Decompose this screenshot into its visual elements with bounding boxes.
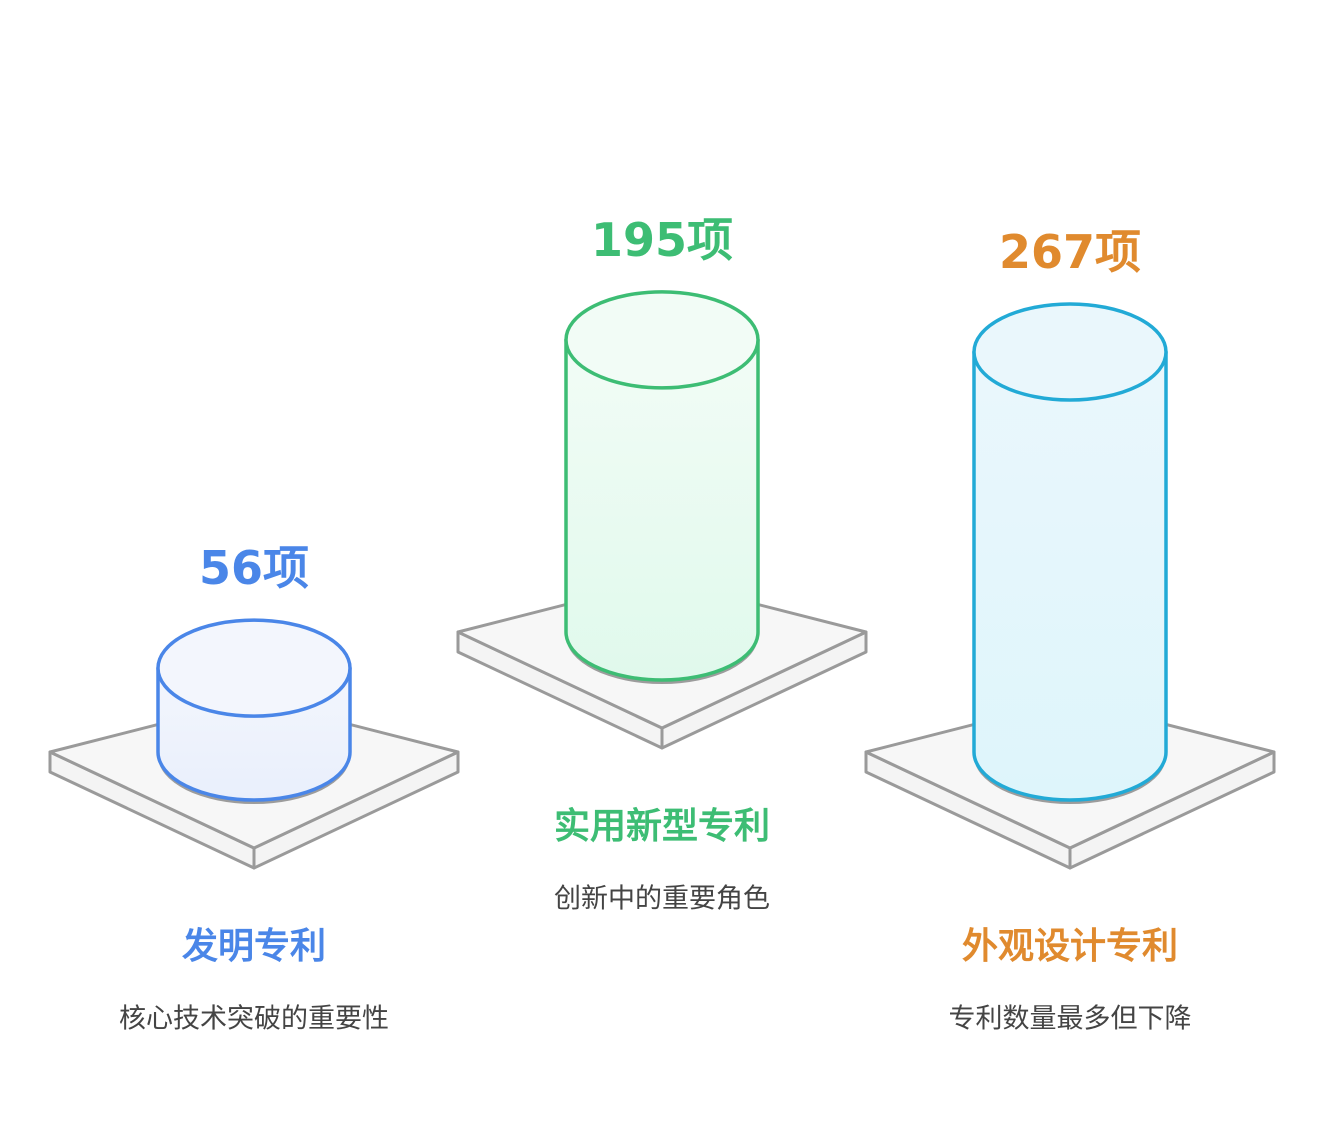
value-label: 267项 (999, 225, 1141, 279)
category-title: 实用新型专利 (554, 806, 770, 847)
cylinders (156, 290, 1168, 804)
category-title: 发明专利 (182, 926, 326, 967)
category-title: 外观设计专利 (962, 926, 1178, 967)
cylinder-top (564, 290, 760, 390)
bar-cylinder (156, 618, 352, 804)
category-description: 专利数量最多但下降 (949, 1004, 1192, 1035)
bar-cylinder (972, 302, 1168, 804)
cylinder-top (156, 618, 352, 718)
category-description: 创新中的重要角色 (554, 884, 770, 915)
category-description: 核心技术突破的重要性 (119, 1004, 389, 1035)
value-label: 56项 (199, 541, 309, 595)
value-label: 195项 (591, 213, 733, 267)
cylinder-top (972, 302, 1168, 402)
cylinder-body (972, 350, 1168, 802)
bar-cylinder (564, 290, 760, 684)
cylinder-body (564, 338, 760, 682)
